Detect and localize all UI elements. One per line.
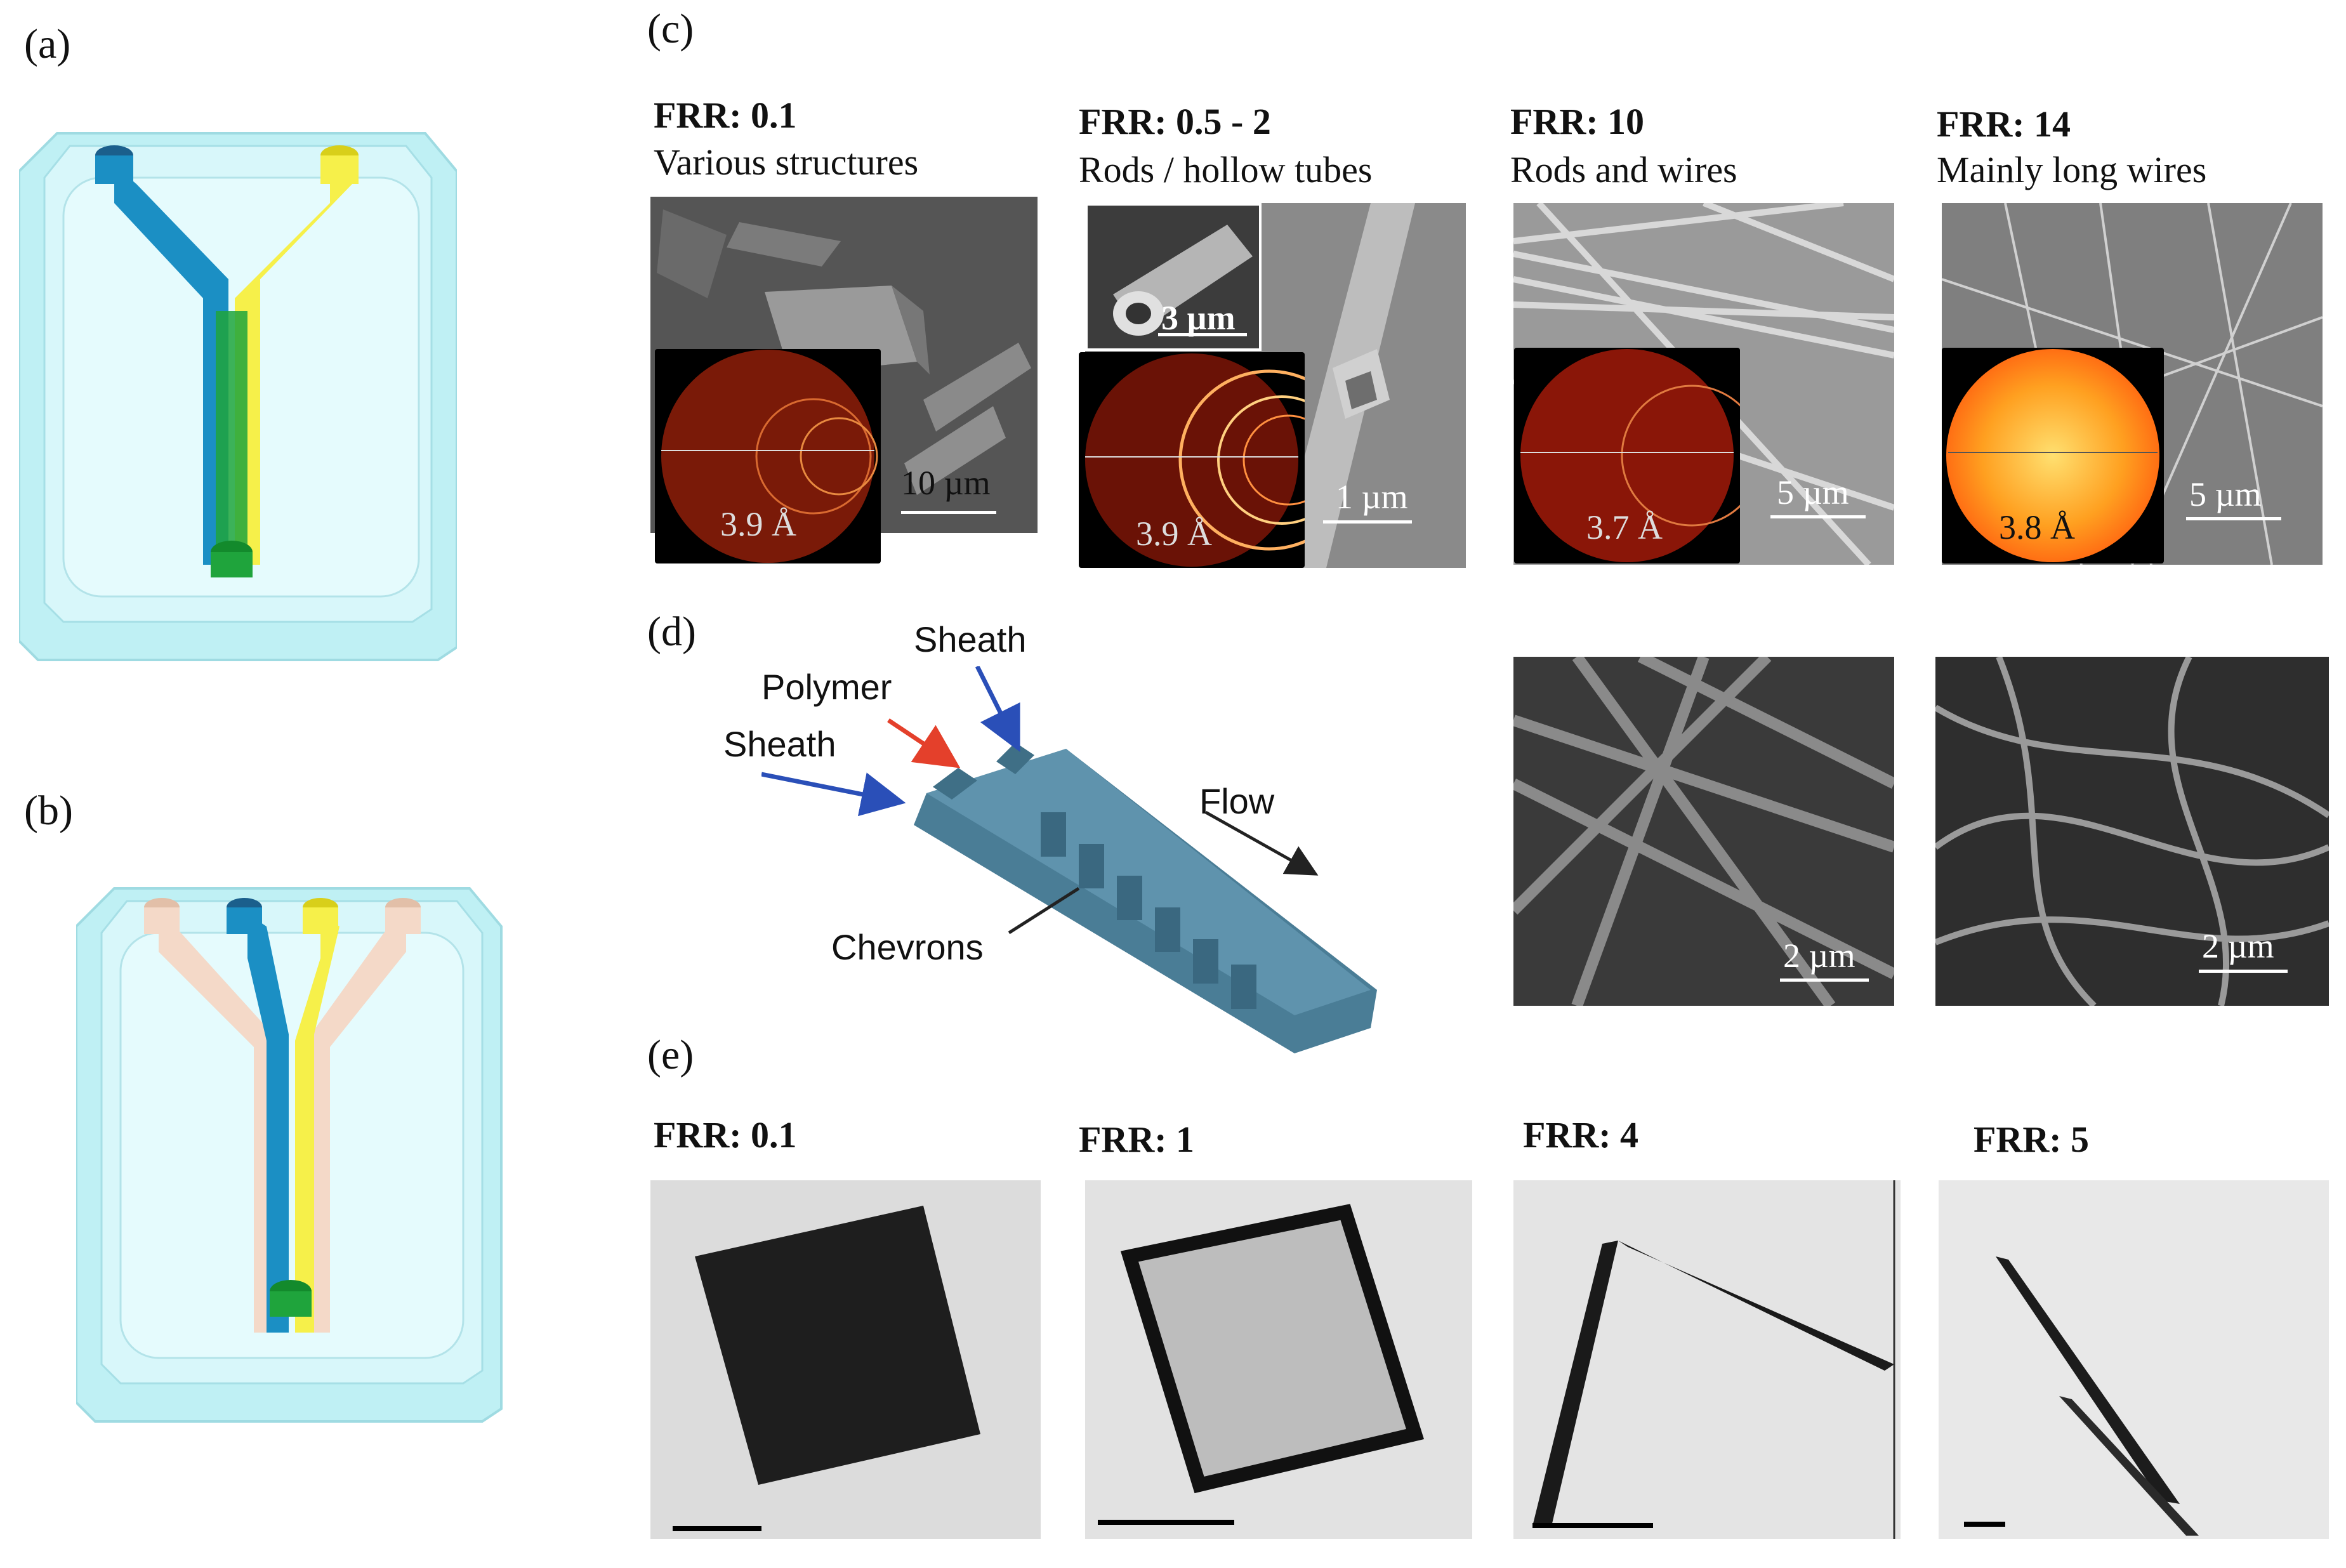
- panel-label-c: (c): [647, 6, 694, 52]
- label-sheath-top: Sheath: [914, 619, 1027, 659]
- scale-label-c1: 10 µm: [901, 464, 991, 502]
- inset-scale-label-c2: 3 µm: [1161, 299, 1236, 337]
- panel-label-e: (e): [647, 1032, 694, 1078]
- diffraction-pattern-c4: [1942, 348, 2164, 563]
- tem-image-e3: [1513, 1180, 1901, 1539]
- frr-label-c2: FRR: 0.5 - 2: [1079, 101, 1271, 142]
- label-chevrons: Chevrons: [831, 927, 984, 967]
- tem-image-e2: [1085, 1180, 1472, 1539]
- diffraction-pattern-c2: [1079, 352, 1305, 568]
- inset-scale-bar-c2: [1158, 333, 1247, 336]
- scale-label-c4: 5 µm: [2189, 475, 2262, 513]
- panel-label-d: (d): [647, 609, 696, 655]
- diffraction-pattern-c3: [1514, 348, 1740, 563]
- structure-desc-c2: Rods / hollow tubes: [1079, 149, 1373, 190]
- sem-image-d1: [1513, 657, 1894, 1006]
- d-spacing-label-c3: 3.7 Å: [1586, 508, 1663, 546]
- panel-label-b: (b): [24, 787, 73, 834]
- label-polymer: Polymer: [761, 667, 892, 707]
- label-sheath-left: Sheath: [723, 724, 836, 764]
- sem-image-d2: [1935, 657, 2329, 1006]
- scale-bar-c1: [901, 511, 996, 514]
- chevron-device-illustration: [914, 711, 1421, 1053]
- scale-label-c2: 1 µm: [1336, 478, 1408, 516]
- structure-desc-c3: Rods and wires: [1510, 149, 1737, 190]
- scale-label-c3: 5 µm: [1777, 473, 1849, 511]
- structure-desc-c4: Mainly long wires: [1937, 149, 2207, 190]
- annotation-arrows: [761, 665, 1396, 952]
- chip-y-junction-illustration: [18, 121, 458, 666]
- panel-label-a: (a): [24, 21, 71, 67]
- frr-label-e1: FRR: 0.1: [654, 1114, 797, 1156]
- frr-label-c4: FRR: 14: [1937, 103, 2071, 145]
- scale-label-d2: 2 µm: [2202, 927, 2274, 965]
- frr-label-e3: FRR: 4: [1523, 1114, 1639, 1156]
- d-spacing-label-c4: 3.8 Å: [1999, 508, 2075, 546]
- tem-image-e1: [650, 1180, 1041, 1539]
- diffraction-pattern-c1: [655, 349, 881, 563]
- scale-bar-c4: [2186, 517, 2281, 520]
- d-spacing-label-c2: 3.9 Å: [1136, 515, 1212, 553]
- chip-four-inlet-illustration: [75, 876, 508, 1428]
- frr-label-e4: FRR: 5: [1974, 1119, 2090, 1160]
- scale-label-d1: 2 µm: [1783, 937, 1855, 975]
- sem-inset-hollow-tube: [1085, 203, 1262, 351]
- frr-label-c1: FRR: 0.1: [654, 95, 797, 136]
- scale-bar-c3: [1770, 515, 1866, 518]
- frr-label-c3: FRR: 10: [1510, 101, 1645, 142]
- d-spacing-label-c1: 3.9 Å: [720, 505, 796, 543]
- structure-desc-c1: Various structures: [654, 142, 919, 183]
- tem-image-e4: [1939, 1180, 2329, 1539]
- scale-bar-d2: [2199, 970, 2288, 973]
- scale-bar-c2: [1323, 520, 1412, 524]
- scale-bar-d1: [1780, 978, 1869, 982]
- frr-label-e2: FRR: 1: [1079, 1119, 1195, 1160]
